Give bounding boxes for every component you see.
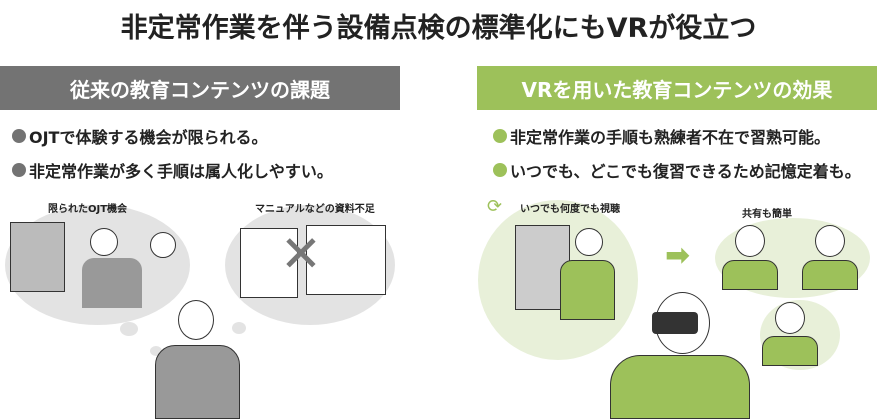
left-point-1: OJTで体験する機会が限られる。 (12, 124, 267, 148)
trainee-illustration (735, 225, 765, 257)
trainee-body (802, 260, 858, 290)
right-point-2: いつでも、どこでも復習できるため記憶定着も。 (493, 158, 861, 182)
worker-body (155, 345, 240, 419)
thinking-worker-illustration (178, 300, 214, 340)
page-title: 非定常作業を伴う設備点検の標準化にもVRが役立つ (120, 13, 757, 44)
bullet-icon (493, 129, 507, 143)
bullet-icon (12, 163, 26, 177)
trainee-body (722, 260, 778, 290)
point-text: 非定常作業の手順も熟練者不在で習熟可能。 (510, 128, 831, 147)
point-text: OJTで体験する機会が限られる。 (29, 128, 268, 147)
document-illustration (240, 228, 298, 298)
worker-body (560, 260, 615, 320)
trainee-illustration (815, 225, 845, 257)
right-point-1: 非定常作業の手順も熟練者不在で習熟可能。 (493, 124, 830, 148)
left-header: 従来の教育コンテンツの課題 (0, 66, 400, 110)
thought-dot (232, 322, 246, 334)
book-illustration (306, 225, 386, 295)
caption-anytime: いつでも何度でも視聴 (520, 204, 620, 215)
caption-ojt: 限られたOJT機会 (48, 204, 128, 215)
point-text: いつでも、どこでも復習できるため記憶定着も。 (510, 162, 861, 181)
bullet-icon (12, 129, 26, 143)
right-header: VRを用いた教育コンテンツの効果 (477, 66, 877, 110)
caption-share: 共有も簡単 (742, 209, 792, 220)
trainee-body (762, 336, 818, 366)
cross-icon: ✕ (280, 225, 322, 283)
thought-dot (120, 322, 138, 336)
bullet-icon (493, 163, 507, 177)
vr-user-body (610, 355, 750, 419)
left-point-2: 非定常作業が多く手順は属人化しやすい。 (12, 158, 333, 182)
worker-illustration (575, 228, 603, 256)
worker-illustration (150, 232, 176, 258)
point-text: 非定常作業が多く手順は属人化しやすい。 (29, 162, 333, 181)
refresh-icon: ⟳ (487, 196, 503, 217)
worker-illustration (90, 228, 118, 256)
arrow-right-icon: ➡ (665, 238, 691, 273)
thought-dot (150, 346, 162, 356)
caption-manual: マニュアルなどの資料不足 (255, 204, 375, 215)
worker-body (82, 258, 142, 308)
vr-headset-icon (652, 312, 698, 334)
equipment-panel-illustration (10, 222, 65, 292)
trainee-illustration (775, 302, 805, 334)
